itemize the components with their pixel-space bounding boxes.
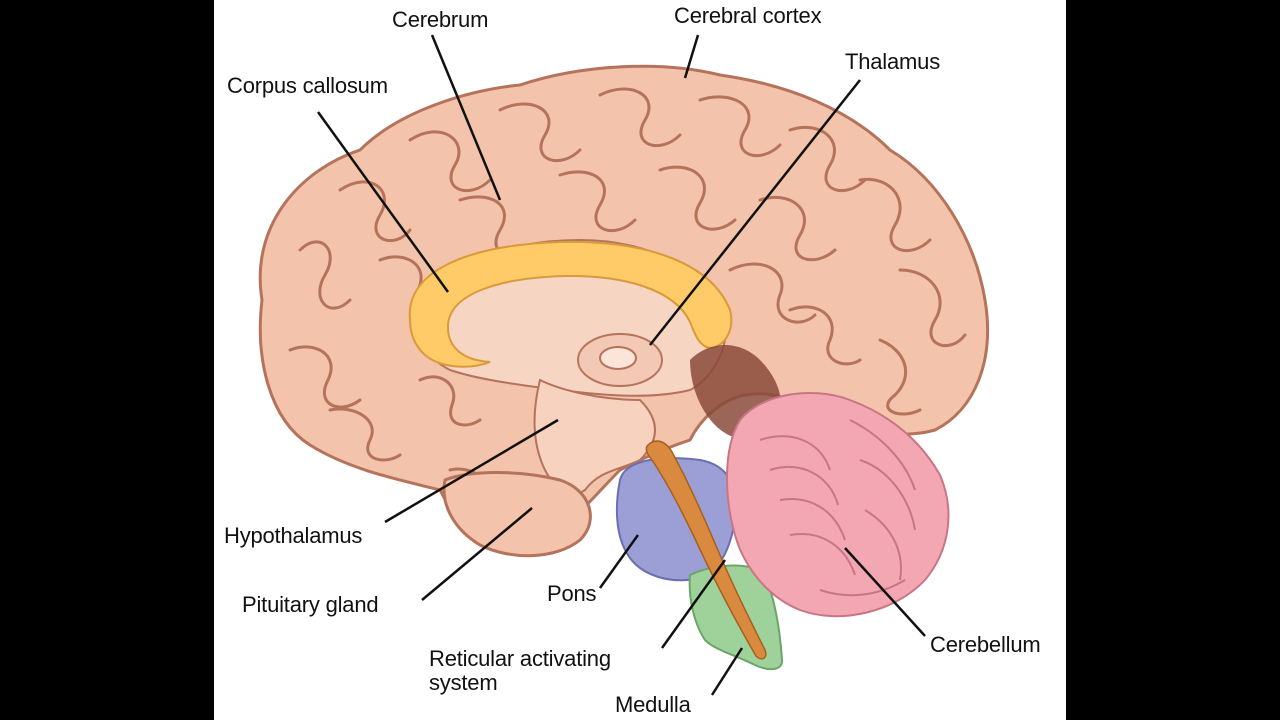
leader-lines [316, 34, 926, 696]
leader-line-cerebellum [844, 547, 926, 637]
cerebellum-folia [759, 419, 916, 597]
reticular-activating-system-shape [645, 440, 767, 660]
thalamus-inner [599, 346, 637, 370]
label-reticular-activating-system: Reticular activating system [429, 647, 611, 695]
label-cerebrum: Cerebrum [392, 7, 489, 32]
leader-line-pituitary-gland [421, 507, 533, 601]
label-reticular-line1: Reticular activating [429, 646, 611, 671]
leader-line-pons [598, 534, 640, 589]
label-pons: Pons [547, 581, 597, 606]
leader-line-cerebrum [430, 34, 502, 201]
leader-line-cerebral-cortex [683, 34, 700, 79]
label-pituitary-gland: Pituitary gland [242, 592, 379, 617]
leader-line-medulla [710, 647, 744, 696]
label-cerebral-cortex: Cerebral cortex [674, 3, 822, 28]
leader-line-corpus-callosum [316, 111, 450, 293]
label-reticular-line2: system [429, 670, 498, 695]
corpus-callosum-shape [408, 240, 733, 368]
label-thalamus: Thalamus [845, 49, 940, 74]
leader-line-hypothalamus [384, 418, 559, 524]
label-hypothalamus: Hypothalamus [224, 523, 363, 548]
leader-line-reticular [660, 559, 727, 649]
label-medulla: Medulla [615, 692, 691, 717]
hypothalamus-shape [533, 378, 656, 495]
label-cerebellum: Cerebellum [930, 632, 1041, 657]
leader-line-thalamus [649, 79, 861, 346]
temporal-lobe [442, 471, 592, 558]
label-corpus-callosum: Corpus callosum [227, 73, 388, 98]
